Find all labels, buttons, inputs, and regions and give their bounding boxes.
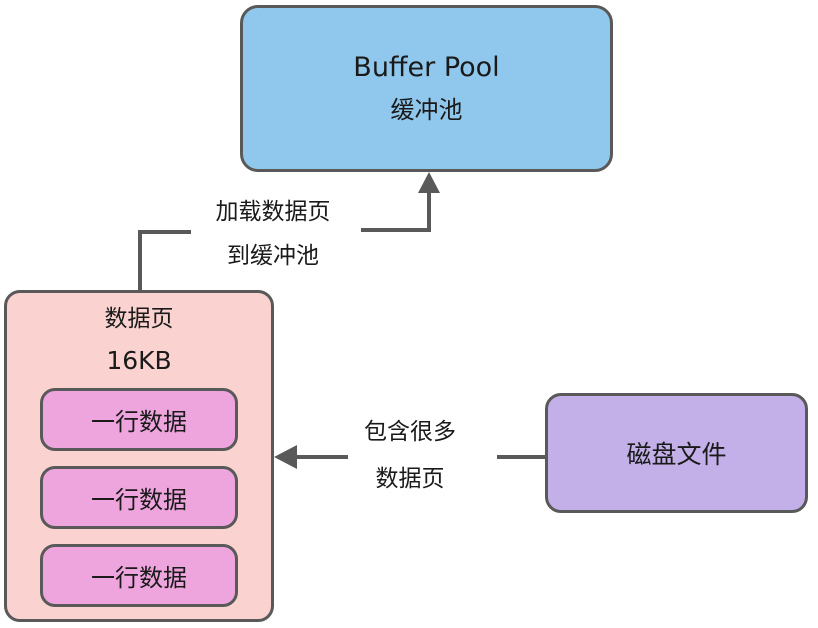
- buffer-pool-subtitle: 缓冲池: [390, 95, 463, 124]
- contains-arrowhead-left-icon: [274, 445, 297, 469]
- contains-arrow-label-line1: 包含很多: [364, 419, 456, 445]
- load-arrowhead-up-icon: [418, 172, 440, 193]
- disk-file-label: 磁盘文件: [626, 440, 727, 469]
- contains-arrow-label: 包含很多 数据页: [335, 409, 485, 503]
- data-page-rows: 一行数据 一行数据 一行数据: [40, 388, 238, 607]
- contains-arrow-label-line2: 数据页: [375, 466, 445, 492]
- load-arrow-label-line2: 到缓冲池: [227, 243, 319, 269]
- data-page-size: 16KB: [106, 346, 172, 375]
- buffer-pool-box: Buffer Pool 缓冲池: [240, 5, 613, 172]
- data-row: 一行数据: [40, 544, 238, 607]
- load-arrow-label: 加载数据页 到缓冲池: [183, 190, 363, 278]
- buffer-pool-title: Buffer Pool: [353, 51, 500, 83]
- load-connector-right-segment: [361, 191, 431, 232]
- data-row: 一行数据: [40, 466, 238, 529]
- data-page-box: 数据页 16KB 一行数据 一行数据 一行数据: [4, 290, 274, 622]
- load-arrow-label-line1: 加载数据页: [215, 199, 331, 225]
- data-page-title: 数据页: [104, 306, 174, 332]
- disk-file-box: 磁盘文件: [545, 393, 808, 513]
- data-row: 一行数据: [40, 388, 238, 451]
